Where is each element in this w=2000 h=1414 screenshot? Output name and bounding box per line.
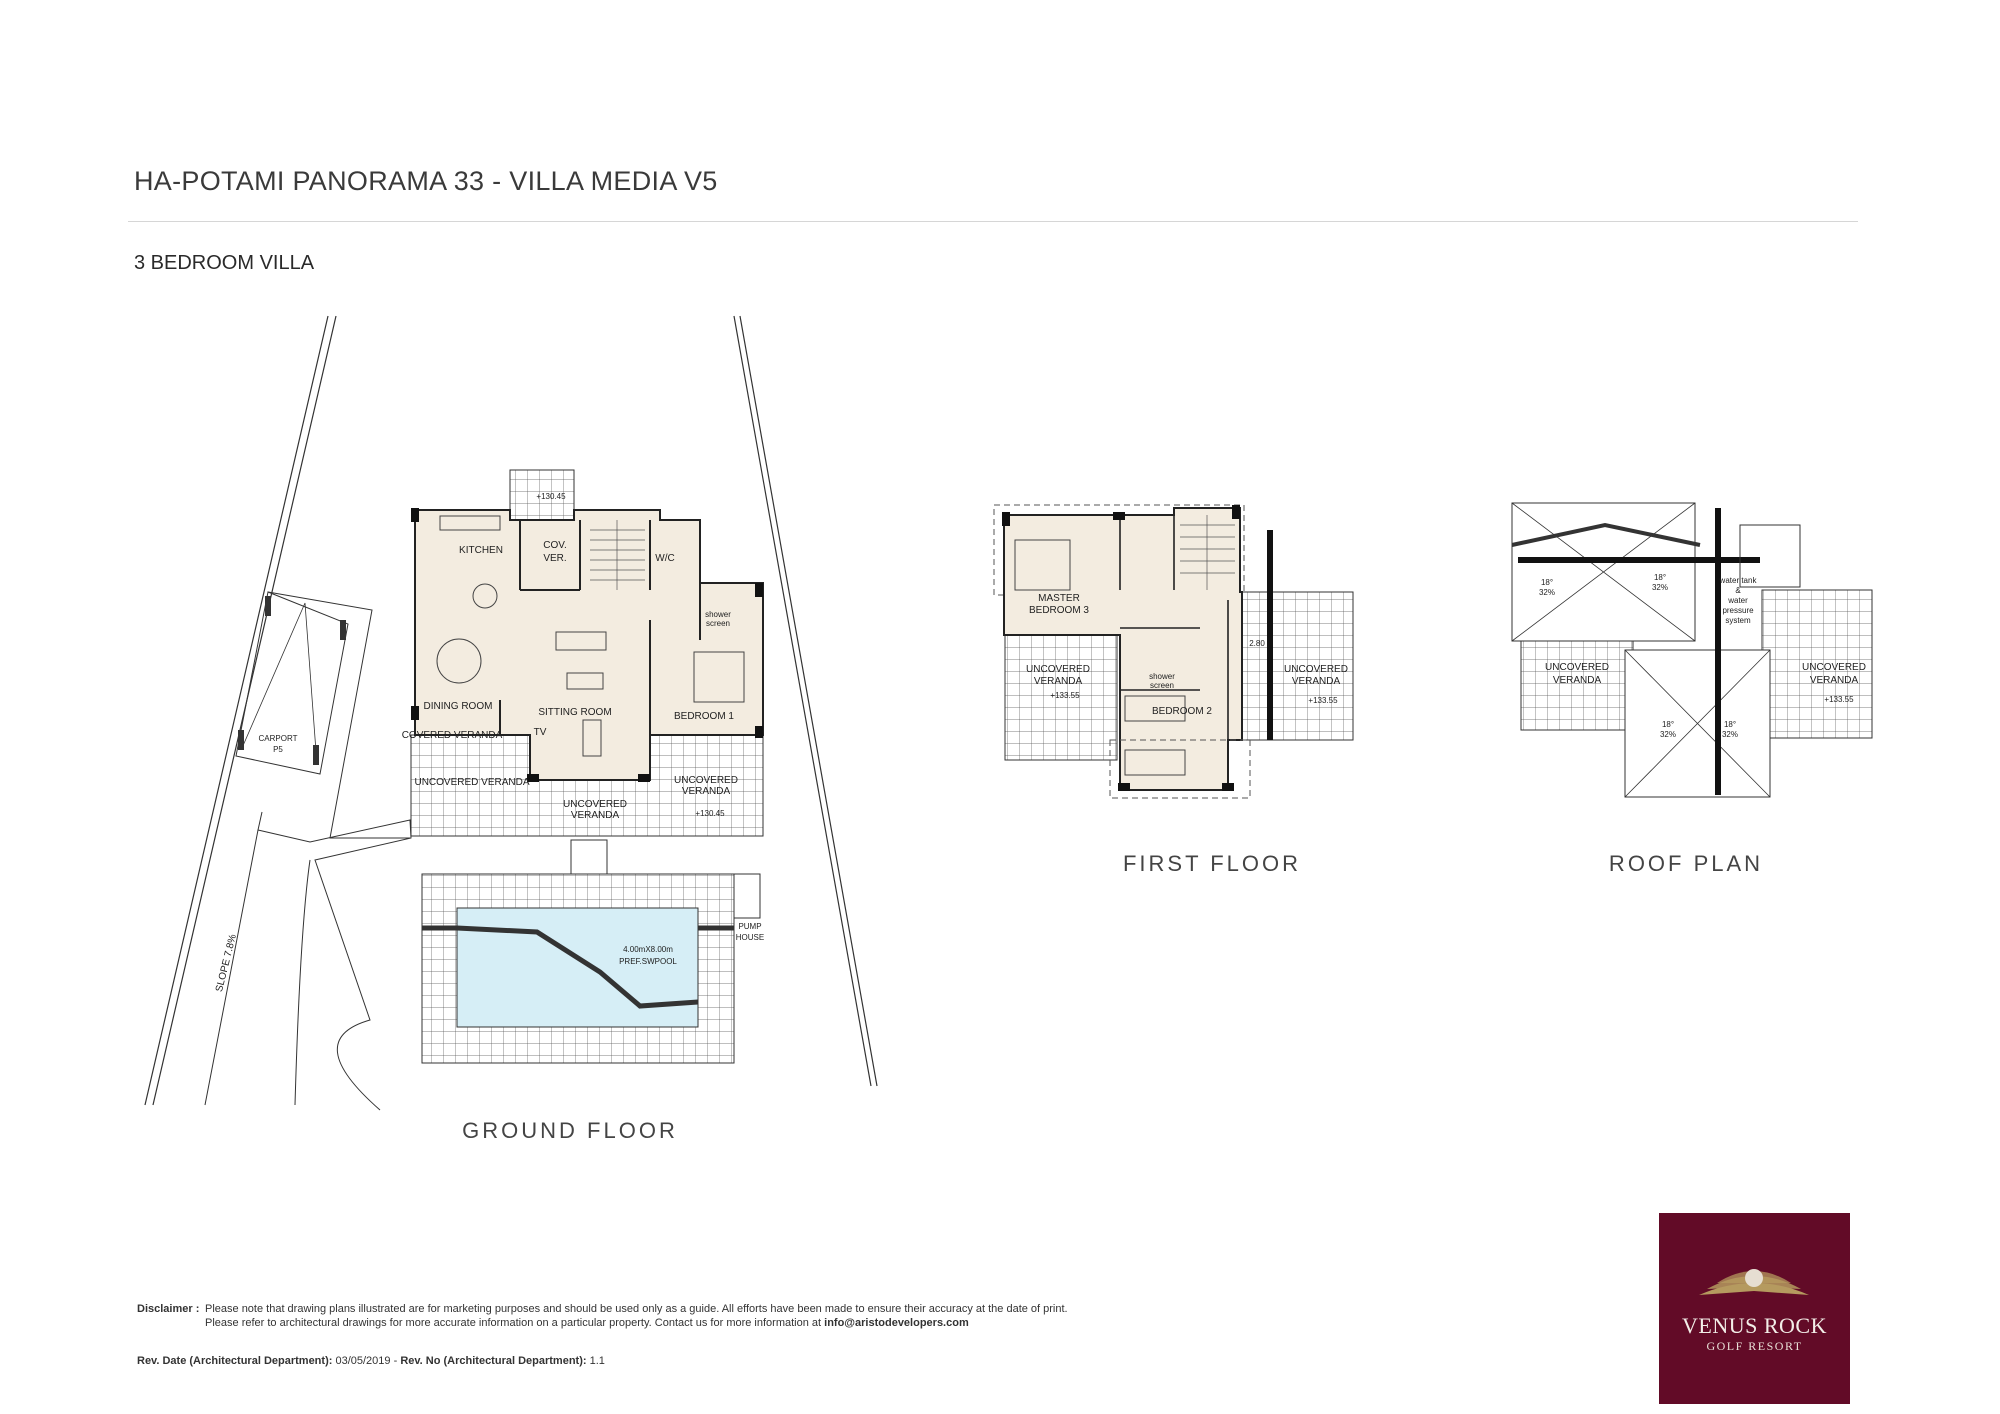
level-mark-right: +133.55 [1308, 696, 1338, 705]
page-title: HA-POTAMI PANORAMA 33 - VILLA MEDIA V5 [134, 166, 718, 196]
label-water-tank: water tank [1719, 576, 1758, 585]
site-boundary-left [144, 315, 337, 1106]
disclaimer-line-1: Please note that drawing plans illustrat… [205, 1303, 1068, 1315]
roof-plan-label: ROOF PLAN [1608, 851, 1764, 876]
pump-house [733, 873, 761, 919]
svg-text:18°: 18° [1724, 720, 1736, 729]
rev-separator: - [390, 1355, 401, 1367]
venus-rock-logo: VENUS ROCK GOLF RESORT [1659, 1213, 1850, 1404]
label-pitch-pct: 32% [1539, 588, 1555, 597]
ground-floor-plan: KITCHEN COV. VER. W/C shower screen DINI… [144, 315, 878, 1111]
svg-text:&: & [1735, 586, 1741, 595]
logo-fan-icon [1699, 1269, 1809, 1295]
label-veranda-right: VERANDA [1810, 675, 1859, 686]
revision-info: Rev. Date (Architectural Department): 03… [137, 1355, 605, 1367]
label-pitch-deg: 18° [1541, 578, 1553, 587]
rev-no-label: Rev. No (Architectural Department): [400, 1355, 587, 1367]
svg-text:32%: 32% [1652, 583, 1668, 592]
room-label-cov-ver-2: VER. [543, 553, 566, 564]
room-label-sitting: SITTING ROOM [538, 707, 611, 718]
label-slope: SLOPE 7.8% [214, 933, 239, 993]
room-label-kitchen: KITCHEN [459, 545, 503, 556]
label-uncovered-right: UNCOVERED [1284, 664, 1348, 675]
label-pump-house: HOUSE [736, 933, 764, 942]
room-label-dining: DINING ROOM [424, 701, 493, 712]
level-mark-right: +130.45 [695, 809, 725, 818]
label-uncovered-veranda-mid-2: VERANDA [571, 810, 620, 821]
label-pool-type: PREF.SWPOOL [619, 957, 677, 966]
room-label-bedroom-2: BEDROOM 2 [1152, 706, 1212, 717]
first-floor-veranda-right [1241, 591, 1354, 741]
svg-text:18°: 18° [1654, 573, 1666, 582]
level-mark-top: +130.45 [536, 492, 566, 501]
disclaimer-label: Disclaimer : [137, 1303, 200, 1315]
label-veranda-left: VERANDA [1553, 675, 1602, 686]
first-floor-plan: MASTER BEDROOM 3 UNCOVERED VERANDA +133.… [993, 504, 1354, 799]
logo-line-2: GOLF RESORT [1706, 1339, 1803, 1353]
roof-plan: water tank & water pressure system 18° 3… [1511, 502, 1873, 798]
disclaimer-line-2: Please refer to architectural drawings f… [205, 1317, 825, 1329]
swimming-pool [456, 907, 699, 1028]
page-subtitle: 3 BEDROOM VILLA [134, 252, 315, 274]
label-covered-veranda: COVERED VERANDA [402, 730, 503, 741]
first-floor-label: FIRST FLOOR [1122, 851, 1302, 876]
label-carport: CARPORT [259, 734, 298, 743]
contact-email[interactable]: info@aristodevelopers.com [824, 1317, 969, 1329]
level-mark-right: +133.55 [1824, 695, 1854, 704]
svg-text:system: system [1725, 616, 1751, 625]
label-uncovered-veranda-right: UNCOVERED [674, 775, 738, 786]
label-shower: shower [705, 610, 731, 619]
svg-text:32%: 32% [1722, 730, 1738, 739]
label-tv: TV [534, 727, 547, 738]
svg-text:32%: 32% [1660, 730, 1676, 739]
label-pool-size: 4.00mX8.00m [623, 945, 673, 954]
svg-text:pressure: pressure [1722, 606, 1754, 615]
label-screen: screen [706, 619, 730, 628]
logo-line-1: VENUS ROCK [1682, 1313, 1827, 1338]
rev-date: 03/05/2019 [335, 1355, 391, 1367]
label-veranda-left: VERANDA [1034, 676, 1083, 687]
label-veranda-right: VERANDA [1292, 676, 1341, 687]
carport [235, 591, 410, 839]
first-floor-veranda-left [1004, 634, 1118, 761]
label-uncovered-left: UNCOVERED [1545, 662, 1609, 673]
site-boundary-right [733, 315, 878, 1087]
label-uncovered-veranda-left: UNCOVERED VERANDA [414, 777, 529, 788]
room-label-cov-ver: COV. [543, 540, 567, 551]
label-carport-p5: P5 [273, 745, 283, 754]
label-screen: screen [1150, 681, 1174, 690]
label-pump: PUMP [738, 922, 761, 931]
room-label-bedroom-1: BEDROOM 1 [674, 711, 734, 722]
label-uncovered-right: UNCOVERED [1802, 662, 1866, 673]
label-uncovered-veranda-right-2: VERANDA [682, 786, 731, 797]
rev-date-label: Rev. Date (Architectural Department): [137, 1355, 333, 1367]
label-uncovered-veranda-mid: UNCOVERED [563, 799, 627, 810]
room-label-master: MASTER [1038, 593, 1080, 604]
svg-text:water: water [1727, 596, 1748, 605]
label-height: 2.80 [1249, 639, 1265, 648]
ground-floor-label: GROUND FLOOR [462, 1118, 678, 1143]
room-label-bedroom-3: BEDROOM 3 [1029, 605, 1089, 616]
header-divider [128, 221, 1858, 222]
svg-text:18°: 18° [1662, 720, 1674, 729]
level-mark-left: +133.55 [1050, 691, 1080, 700]
room-label-wc: W/C [655, 553, 674, 564]
disclaimer: Disclaimer : Please note that drawing pl… [137, 1302, 1068, 1330]
rev-no: 1.1 [589, 1355, 605, 1367]
label-shower: shower [1149, 672, 1175, 681]
label-uncovered-left: UNCOVERED [1026, 664, 1090, 675]
